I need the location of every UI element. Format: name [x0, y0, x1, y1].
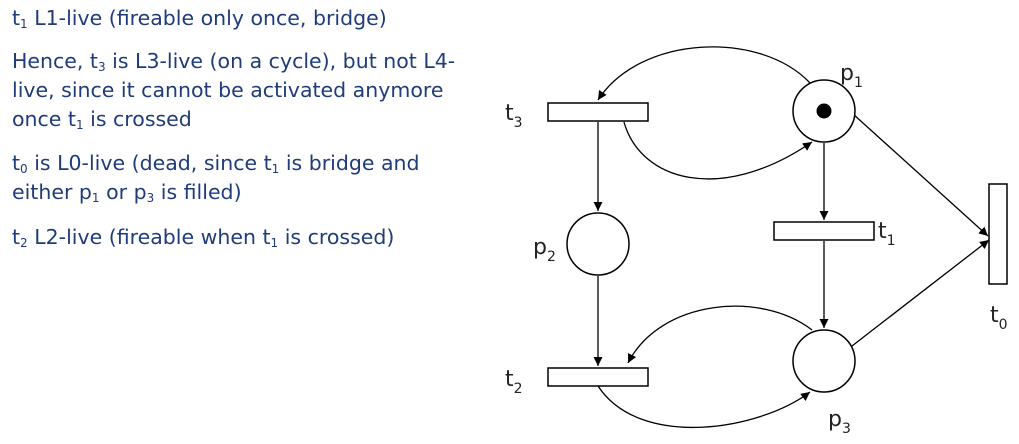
- note-t1: t1 L1-live (fireable only once, bridge): [12, 4, 387, 33]
- label-letter: p: [533, 235, 547, 260]
- note-text: L1-live (fireable only once, bridge): [27, 6, 387, 30]
- token: [816, 103, 832, 119]
- note-text: t: [12, 151, 21, 175]
- note-text: live, since it cannot be activated anymo…: [12, 78, 444, 102]
- label-p2: p2: [533, 235, 556, 265]
- transition-t2: [547, 367, 649, 387]
- label-index: 2: [547, 249, 556, 265]
- note-text: is crossed: [83, 107, 192, 131]
- note-text: t: [12, 6, 21, 30]
- label-p3: p3: [828, 407, 851, 437]
- label-letter: t: [505, 101, 514, 126]
- note-text: Hence, t: [12, 49, 98, 73]
- arc-p1-t3: [597, 46, 811, 101]
- note-subscript: 1: [75, 118, 84, 132]
- place-p2: [566, 212, 630, 276]
- label-letter: p: [840, 61, 854, 86]
- note-subscript: 1: [271, 162, 280, 176]
- note-text: is crossed): [278, 225, 395, 249]
- arc-p3-t0: [851, 239, 990, 347]
- nodes: [547, 79, 1008, 393]
- transition-t0: [988, 183, 1008, 285]
- arc-t2-p3: [597, 385, 811, 429]
- note-text: once t: [12, 107, 76, 131]
- label-p1: p1: [840, 61, 863, 91]
- label-index: 3: [514, 115, 523, 131]
- label-letter: p: [828, 407, 842, 432]
- note-text: L2-live (fireable when t: [27, 225, 271, 249]
- label-index: 3: [842, 421, 851, 437]
- label-t1: t1: [878, 219, 896, 249]
- note-text: is L3-live (on a cycle), but not L4-: [105, 49, 456, 73]
- arc-p3-t2: [627, 305, 813, 364]
- label-t0: t0: [990, 303, 1008, 333]
- label-letter: t: [505, 367, 514, 392]
- note-text: either p: [12, 180, 92, 204]
- note-text: is bridge and: [279, 151, 420, 175]
- arc-t3-p1: [623, 121, 813, 180]
- transition-t1: [773, 221, 875, 241]
- note-text: or p: [99, 180, 147, 204]
- note-t2: t2 L2-live (fireable when t1 is crossed): [12, 223, 394, 252]
- transition-t3: [547, 102, 649, 122]
- note-subscript: 1: [270, 236, 279, 250]
- note-text: is filled): [154, 180, 242, 204]
- label-letter: t: [878, 219, 887, 244]
- label-index: 2: [514, 381, 523, 397]
- note-text: is L0-live (dead, since t: [27, 151, 272, 175]
- label-index: 1: [854, 75, 863, 91]
- note-subscript: 3: [146, 191, 155, 205]
- label-letter: t: [990, 303, 999, 328]
- note-subscript: 1: [91, 191, 100, 205]
- note-text: t: [12, 225, 21, 249]
- note-subscript: 0: [20, 162, 28, 176]
- note-subscript: 1: [20, 17, 28, 31]
- label-t3: t3: [505, 101, 523, 131]
- note-t0: t0 is L0-live (dead, since t1 is bridge …: [12, 149, 420, 207]
- note-t3: Hence, t3 is L3-live (on a cycle), but n…: [12, 47, 455, 134]
- arcs: [593, 46, 990, 429]
- note-subscript: 2: [20, 236, 28, 250]
- place-p3: [792, 329, 856, 393]
- label-index: 1: [887, 233, 896, 249]
- arc-p1-t0: [852, 113, 989, 237]
- label-index: 0: [999, 317, 1008, 333]
- label-t2: t2: [505, 367, 523, 397]
- note-subscript: 3: [97, 60, 106, 74]
